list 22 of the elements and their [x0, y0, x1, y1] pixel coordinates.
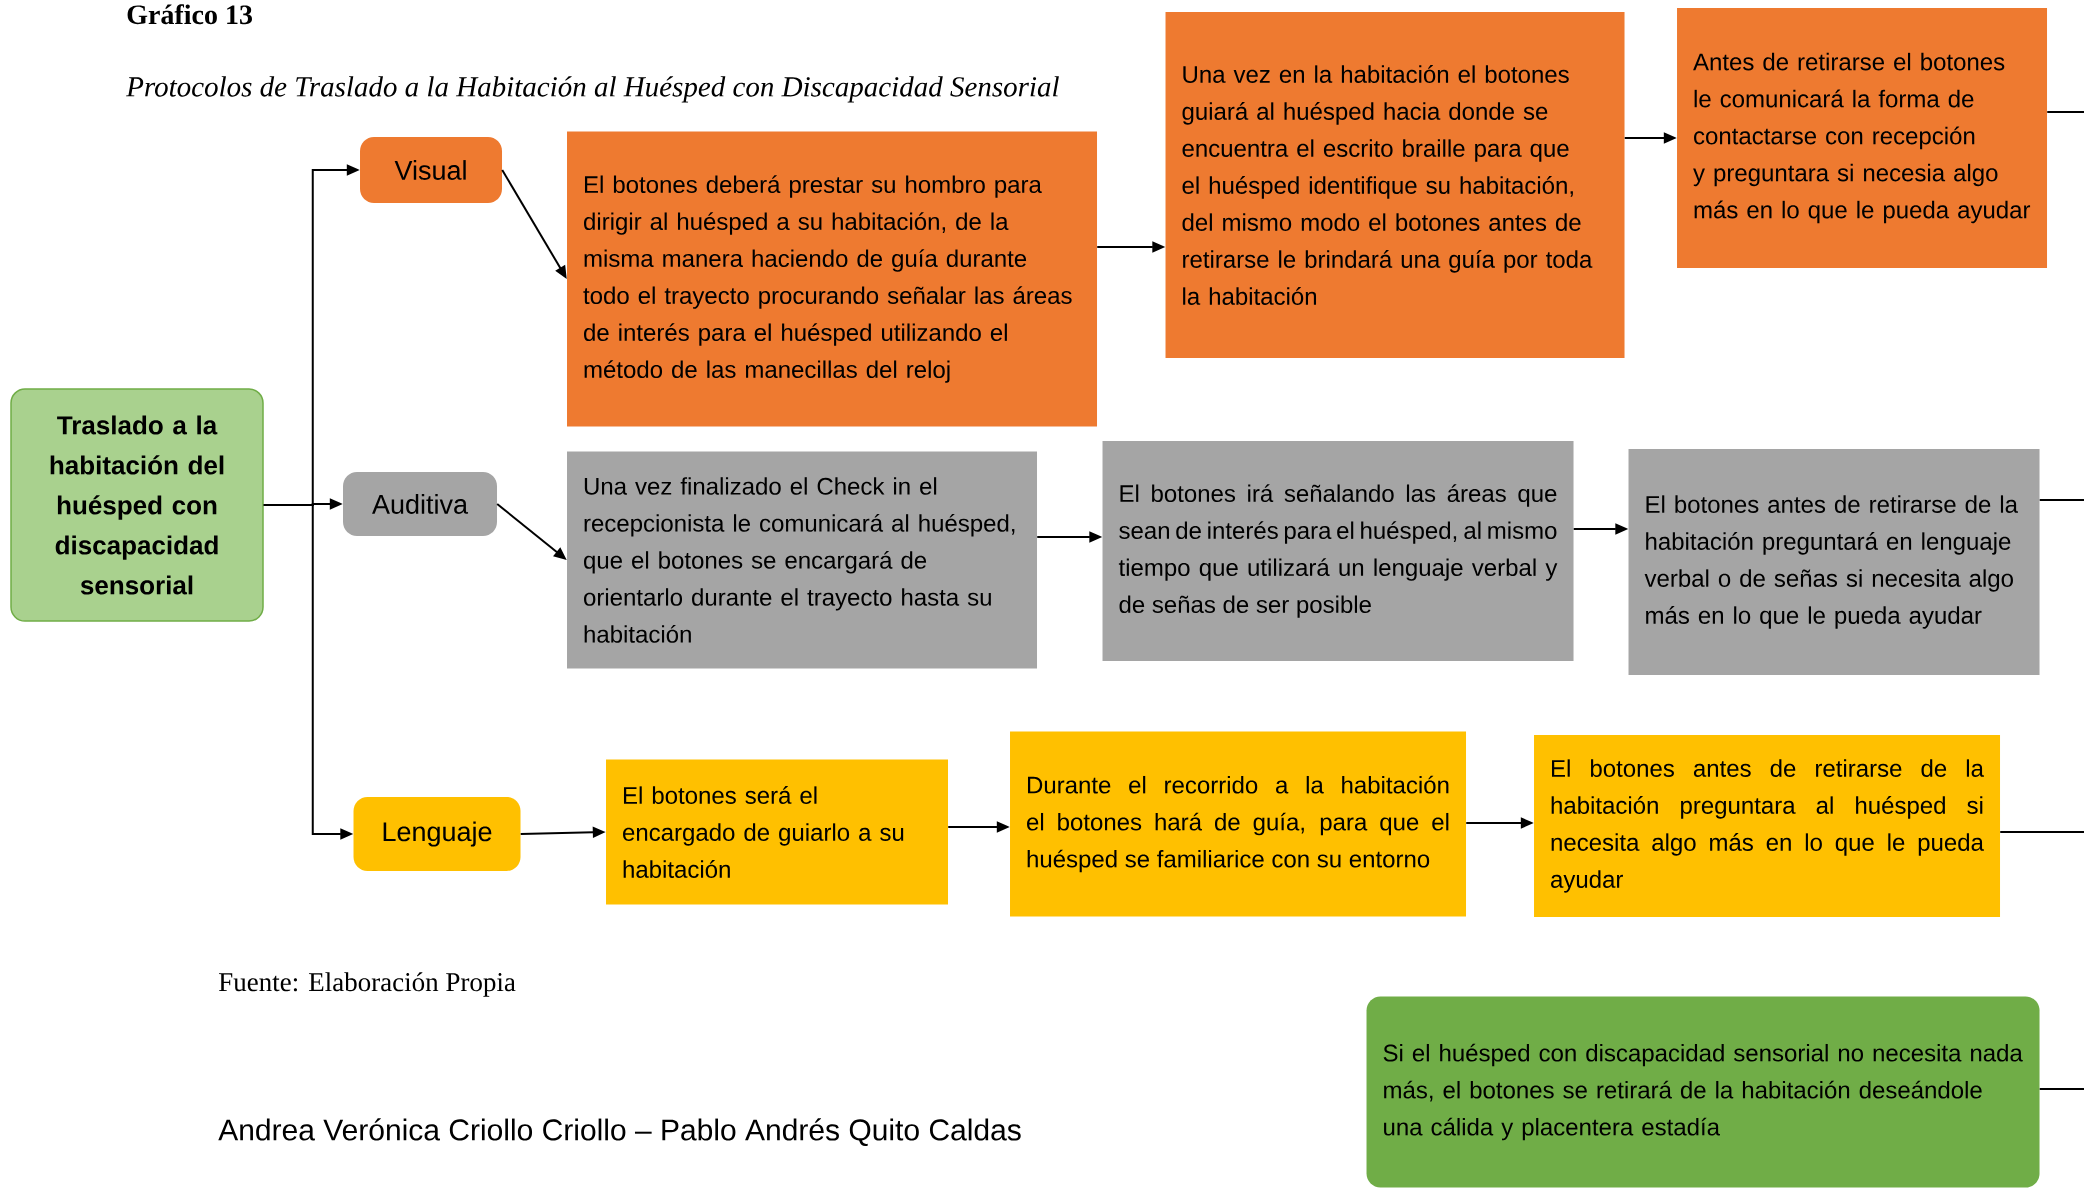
process-box: Una vez en la habitación el botones guiará al huésped hacia donde se encuentra el escrito braille para que el huésped identifique su habitación, del mismo modo el botones antes de retirarse le brindará una guía por toda la habitación [1165, 12, 1625, 358]
process-box: El botones antes de retirarse de la habitación preguntara al huésped si necesita algo más en lo que le pueda ayudar [1534, 735, 2001, 917]
process-box: Una vez finalizado el Check in el recepcionista le comunicará al huésped, que el botones se encargará de orientarlo durante el trayecto hasta su habitación [567, 451, 1037, 669]
end-box: Si el huésped con discapacidad sensorial no necesita nada más, el botones se retirará de la habitación deseándole una cálida y placentera estadía [1366, 996, 2040, 1188]
title: Gráfico 13 [127, 4, 252, 25]
process-box: El botones irá señalando las áreas que sean de interés para el huésped, al mismo tiempo que utilizará un lenguaje verbal y de señas de ser posible [1102, 441, 1574, 661]
category-box: Visual [360, 137, 502, 203]
process-box: Antes de retirarse el botones le comunicará la forma de contactarse con recepción y preguntara si necesia algo más en lo que le pueda ayudar [1677, 8, 2048, 268]
start-box: Traslado a la habitación del huésped con discapacidad sensorial [10, 388, 264, 622]
process-box: El botones deberá prestar su hombro para dirigir al huésped a su habitación, de la misma manera haciendo de guía durante todo el trayecto procurando señalar las áreas de interés para el huésped utilizando el método de las manecillas del reloj [567, 131, 1097, 427]
connector-line [2046, 111, 2084, 113]
category-box: Lenguaje [353, 797, 521, 871]
process-box: El botones será el encargado de guiarlo a su habitación [606, 759, 948, 905]
connector-line [1999, 831, 2084, 833]
source-note: Fuente: Elaboración Propia [219, 972, 516, 997]
category-box: Auditiva [343, 472, 497, 536]
connector-line [2038, 1088, 2084, 1090]
caption: Protocolos de Traslado a la Habitación al Huésped con Discapacidad Sensorial [126, 76, 1059, 103]
process-box: El botones antes de retirarse de la habitación preguntará en lenguaje verbal o de señas si necesita algo más en lo que le pueda ayudar [1628, 449, 2040, 675]
process-box: Durante el recorrido a la habitación el botones hará de guía, para que el huésped se familiarice con su entorno [1010, 731, 1466, 917]
author-line: Andrea Verónica Criollo Criollo – Pablo Andrés Quito Caldas [218, 1118, 1021, 1146]
connector-line [2038, 499, 2084, 501]
